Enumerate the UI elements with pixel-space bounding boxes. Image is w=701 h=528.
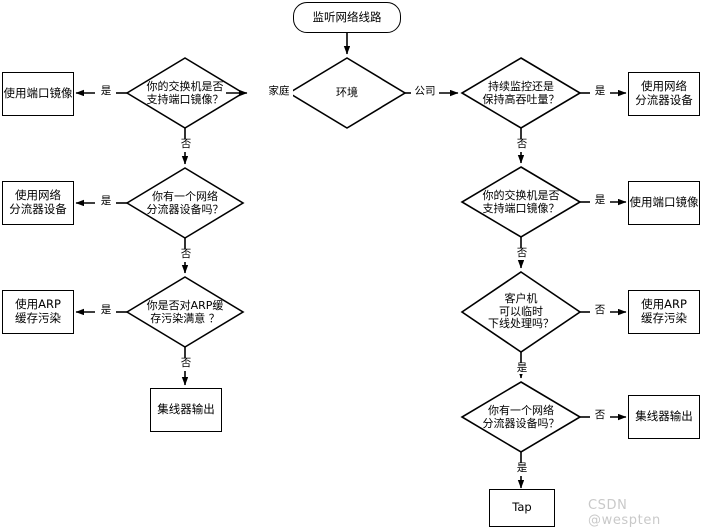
branch-label-company: 公司: [411, 86, 439, 97]
edge-label-right-2-down: 否: [512, 248, 532, 259]
edge-label-right-4-branch: 否: [590, 410, 610, 421]
decision-diamond-right-2[interactable]: [460, 166, 582, 238]
decision-diamond-right-3[interactable]: [460, 271, 582, 353]
outcome-box-left-3[interactable]: 使用ARP 缓存污染: [2, 290, 74, 334]
edge-label-left-1-yes: 是: [96, 86, 116, 97]
outcome-box-right-2[interactable]: 使用端口镜像: [628, 181, 700, 225]
outcome-box-right-terminal[interactable]: Tap: [489, 489, 555, 527]
start-node-label: 监听网络线路: [312, 9, 382, 24]
edge-label-right-1-down: 否: [512, 139, 532, 150]
decision-diamond-left-3[interactable]: [125, 276, 245, 348]
edge-label-right-3-down: 是: [512, 363, 532, 374]
edge-label-right-4-down: 是: [512, 463, 532, 474]
edge-label-left-3-yes: 是: [96, 305, 116, 316]
decision-diamond-left-2[interactable]: [125, 167, 245, 239]
start-node[interactable]: 监听网络线路: [293, 2, 401, 33]
outcome-box-right-3[interactable]: 使用ARP 缓存污染: [628, 290, 700, 334]
outcome-box-right-1[interactable]: 使用网络 分流器设备: [628, 72, 700, 116]
watermark: CSDN @wespten: [588, 498, 661, 528]
edge-label-left-2-no: 否: [176, 249, 196, 260]
edge-label-left-3-no: 否: [176, 358, 196, 369]
edge-label-right-3-branch: 否: [590, 305, 610, 316]
outcome-box-left-terminal[interactable]: 集线器输出: [150, 388, 222, 432]
branch-label-home: 家庭: [265, 86, 293, 97]
edge-label-left-2-yes: 是: [96, 196, 116, 207]
edge-label-right-2-branch: 是: [590, 195, 610, 206]
decision-diamond-right-1[interactable]: [460, 57, 582, 129]
outcome-box-right-4[interactable]: 集线器输出: [628, 395, 700, 439]
outcome-box-left-2[interactable]: 使用网络 分流器设备: [2, 181, 74, 225]
decision-diamond-right-4[interactable]: [460, 381, 582, 453]
edge-label-right-1-branch: 是: [590, 86, 610, 97]
outcome-box-left-1[interactable]: 使用端口镜像: [2, 72, 74, 116]
edge-label-left-1-no: 否: [176, 139, 196, 150]
decision-diamond-left-1[interactable]: [125, 57, 245, 129]
decision-diamond-root[interactable]: [287, 57, 407, 129]
